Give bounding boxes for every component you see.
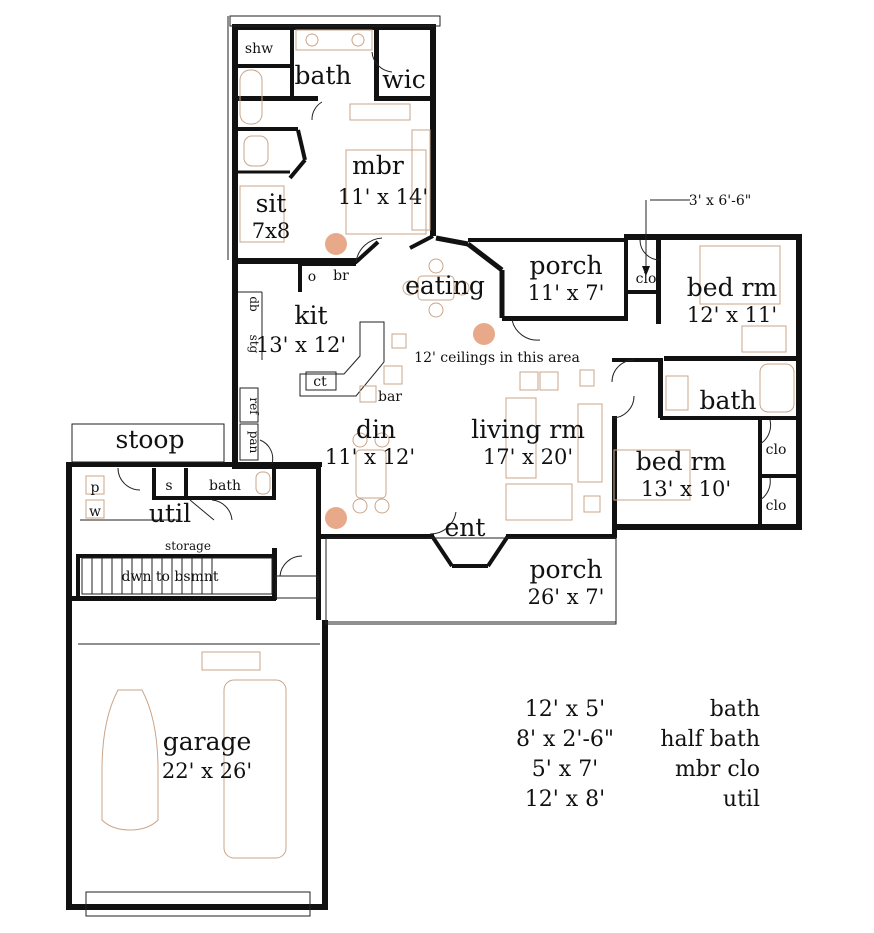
- label-garage-size: 22' x 26': [162, 759, 252, 783]
- label-shower: shw: [245, 41, 273, 57]
- label-utility: util: [149, 499, 191, 528]
- label-bar: bar: [378, 389, 402, 405]
- label-front-porch: porch: [529, 555, 602, 584]
- schedule-size-3: 12' x 8': [525, 787, 605, 812]
- doors: [117, 51, 772, 577]
- label-back-porch: porch: [529, 251, 602, 280]
- label-front-porch-size: 26' x 7': [528, 585, 605, 609]
- label-entry: ent: [445, 513, 486, 542]
- schedule-name-3: util: [723, 787, 760, 812]
- label-half-bath: bath: [209, 478, 241, 494]
- label-ceiling-note: 12' ceilings in this area: [414, 350, 580, 366]
- label-closet-mid: clo: [766, 442, 787, 458]
- label-walk-in-closet: wic: [382, 65, 425, 94]
- label-stg: stg: [247, 335, 261, 354]
- schedule-name-0: bath: [710, 697, 760, 722]
- label-storage: storage: [165, 539, 211, 553]
- label-sitting-size: 7x8: [252, 219, 291, 243]
- label-p: p: [91, 480, 100, 496]
- label-dining-size: 11' x 12': [325, 445, 415, 469]
- kitchen-counter: [238, 291, 385, 461]
- label-s: s: [165, 478, 172, 494]
- label-w: w: [89, 504, 101, 520]
- label-closet-top: clo: [636, 271, 657, 287]
- label-garage: garage: [163, 727, 252, 756]
- schedule-size-2: 5' x 7': [532, 757, 598, 782]
- label-db: db: [247, 296, 261, 312]
- schedule-size-0: 12' x 5': [525, 697, 605, 722]
- label-kitchen: kit: [294, 301, 327, 330]
- label-kitchen-size: 13' x 12': [256, 333, 346, 357]
- label-master-bedroom: mbr: [352, 151, 404, 180]
- room-schedule: 12' x 5' bath 8' x 2'-6" half bath 5' x …: [516, 697, 760, 812]
- furniture: [85, 29, 795, 859]
- plants: [325, 233, 495, 529]
- label-pantry: pan: [247, 431, 261, 454]
- schedule-size-1: 8' x 2'-6": [516, 727, 614, 752]
- label-master-bedroom-size: 11' x 14': [338, 185, 428, 209]
- label-eating: eating: [405, 271, 485, 300]
- label-br: br: [333, 268, 349, 284]
- label-bedroom-1: bed rm: [687, 273, 778, 302]
- label-back-porch-size: 11' x 7': [528, 281, 605, 305]
- label-living-room: living rm: [471, 415, 585, 444]
- dimension-arrow: [642, 199, 690, 276]
- label-bath-2: bath: [699, 386, 756, 415]
- stairs-to-basement: [81, 557, 273, 595]
- porch-outlines: [71, 15, 617, 917]
- label-sitting: sit: [256, 189, 287, 218]
- label-stairs: dwn to bsmnt: [122, 569, 219, 585]
- label-counter: ct: [313, 374, 327, 390]
- label-master-bath: bath: [294, 61, 351, 90]
- schedule-name-1: half bath: [660, 727, 760, 752]
- label-o: o: [308, 269, 316, 285]
- label-bedroom-2: bed rm: [636, 447, 727, 476]
- label-bedroom-2-size: 13' x 10': [641, 477, 731, 501]
- label-bedroom-1-size: 12' x 11': [687, 303, 777, 327]
- label-living-room-size: 17' x 20': [483, 445, 573, 469]
- label-closet-dimension: 3' x 6'-6": [689, 193, 751, 209]
- label-stoop: stoop: [116, 425, 185, 454]
- label-closet-low: clo: [766, 498, 787, 514]
- label-ref: ref: [247, 397, 261, 416]
- schedule-name-2: mbr clo: [675, 757, 760, 782]
- label-dining: din: [356, 415, 396, 444]
